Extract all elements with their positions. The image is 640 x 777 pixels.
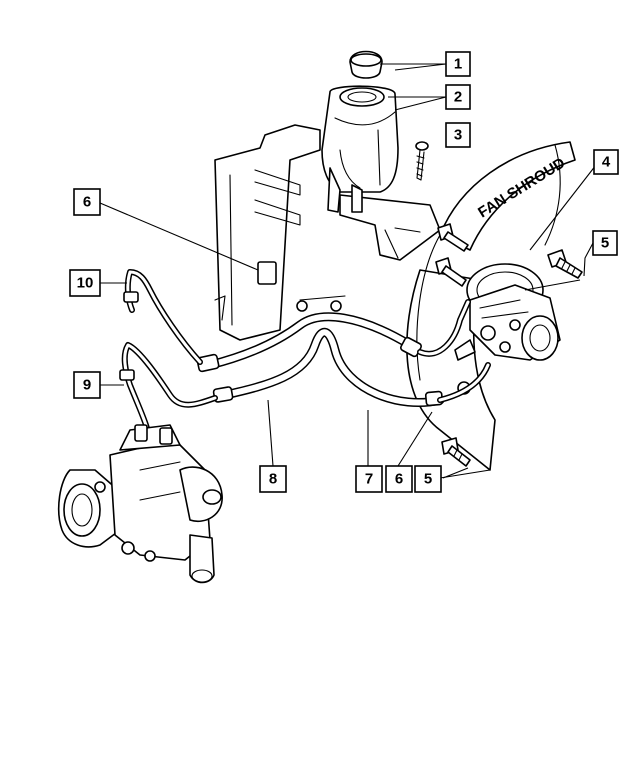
callout-8: 8 bbox=[259, 465, 287, 493]
callout-10: 10 bbox=[69, 269, 101, 297]
callout-3: 3 bbox=[445, 122, 471, 148]
steering-gear bbox=[57, 424, 223, 584]
svg-text:10: 10 bbox=[77, 275, 94, 292]
callout-9: 9 bbox=[73, 371, 101, 399]
svg-text:5: 5 bbox=[601, 235, 609, 252]
pressure-hose-assembly bbox=[196, 312, 422, 373]
callout-2: 2 bbox=[445, 84, 471, 110]
svg-text:1: 1 bbox=[454, 56, 462, 73]
svg-text:6: 6 bbox=[83, 194, 91, 211]
svg-text:2: 2 bbox=[454, 89, 462, 106]
mounting-bracket-panel bbox=[214, 124, 441, 341]
svg-text:7: 7 bbox=[365, 471, 373, 488]
svg-text:8: 8 bbox=[269, 471, 277, 488]
callout-6-lower: 6 bbox=[385, 465, 413, 493]
reservoir-cap bbox=[349, 50, 383, 79]
pressure-tube-upper bbox=[123, 269, 471, 365]
leader-lines bbox=[99, 63, 597, 479]
svg-text:4: 4 bbox=[602, 154, 611, 171]
callout-5-lower: 5 bbox=[414, 465, 442, 493]
return-tube-lower bbox=[119, 342, 491, 448]
mounting-screw bbox=[415, 141, 429, 181]
bolt-shroud-mid bbox=[435, 257, 467, 287]
bolt-lower bbox=[441, 437, 471, 467]
callout-1: 1 bbox=[445, 51, 471, 77]
svg-text:3: 3 bbox=[454, 127, 462, 144]
svg-text:9: 9 bbox=[83, 377, 91, 394]
bolt-upper bbox=[547, 249, 583, 279]
callout-4: 4 bbox=[593, 149, 619, 175]
fluid-reservoir bbox=[321, 85, 399, 213]
svg-text:6: 6 bbox=[395, 471, 403, 488]
svg-text:5: 5 bbox=[424, 471, 432, 488]
callout-7: 7 bbox=[355, 465, 383, 493]
bolt-shroud-top bbox=[437, 223, 469, 252]
callout-5-upper: 5 bbox=[592, 230, 618, 256]
power-steering-pump bbox=[454, 263, 561, 395]
callout-6-upper: 6 bbox=[73, 188, 101, 216]
